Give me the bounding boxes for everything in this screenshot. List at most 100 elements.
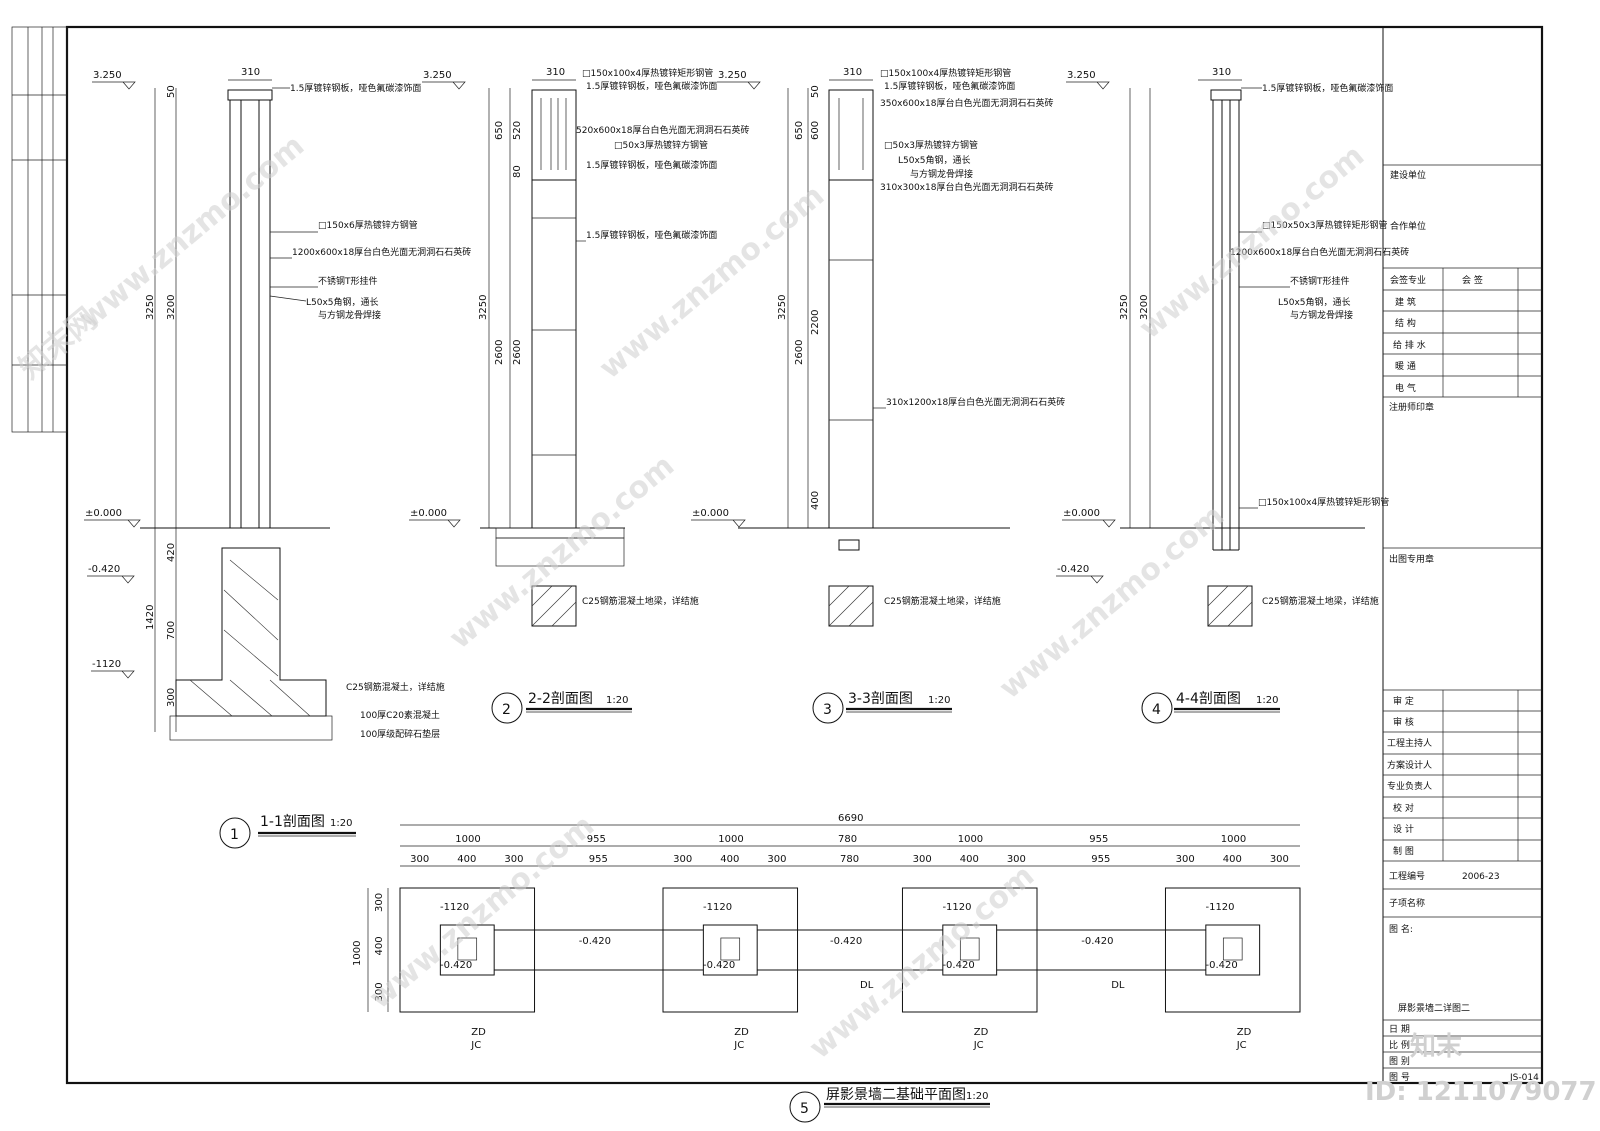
plan-dim-row2: 1000 (718, 834, 743, 845)
plan-level-pad: -1120 (703, 902, 732, 913)
plan-dim-left: 400 (374, 936, 385, 955)
outer-frame (65, 25, 1544, 1085)
plan-level-pad: -1120 (942, 902, 971, 913)
tb-proj-no-label: 工程编号 (1389, 870, 1425, 882)
tb-no-label: 图 号 (1389, 1072, 1410, 1083)
s2-dim-310: 310 (546, 67, 565, 78)
s3-note-5: L50x5角钢，通长 (898, 154, 971, 166)
s1-title: 1-1剖面图 (260, 814, 325, 830)
tb-disc-3: 暖 通 (1395, 360, 1416, 372)
plan-dim-row3: 300 (1270, 854, 1289, 865)
s1-num: 1 (230, 827, 239, 843)
plan-dim-row2: 955 (587, 834, 606, 845)
plan-dim-row3: 300 (767, 854, 786, 865)
s2-title: 2-2剖面图 (528, 691, 593, 707)
s4-note-8: C25钢筋混凝土地梁，详结施 (1262, 595, 1379, 607)
plan-jc: JC (470, 1040, 481, 1051)
s4-elev-ground: ±0.000 (1063, 508, 1100, 519)
tb-role-4: 专业负责人 (1387, 780, 1432, 792)
plan-column (942, 924, 998, 976)
tb-out-stamp: 出图专用章 (1389, 553, 1434, 565)
s3-dim-2600: 2600 (794, 340, 805, 365)
s2-note-5: 1.5厚镀锌钢板，哑色氟碳漆饰面 (586, 159, 717, 171)
plan-level-pad: -1120 (1205, 902, 1234, 913)
plan-dim-row3: 400 (457, 854, 476, 865)
plan-column (1205, 924, 1261, 976)
plan-dim-row3: 300 (673, 854, 692, 865)
s3-note-8: 310x1200x18厚台白色光面无洞洞石石英砖 (886, 396, 1065, 408)
s3-note-3: 350x600x18厚台白色光面无洞洞石石英砖 (880, 97, 1053, 109)
plan-dim-left: 300 (374, 893, 385, 912)
s2-elev-ground: ±0.000 (410, 508, 447, 519)
watermark-id: ID: 1211079077 (1365, 1077, 1597, 1107)
plan-jc: JC (733, 1040, 744, 1051)
tb-disc-0: 建 筑 (1395, 296, 1416, 308)
s3-dim-400: 400 (810, 491, 821, 510)
s4-note-2: □150x50x3厚热镀锌矩形钢管 (1262, 219, 1388, 231)
plan-dim-row2: 1000 (1221, 834, 1246, 845)
tb-no-value: JS-014 (1509, 1073, 1539, 1083)
s1-note-9: 100厚级配碎石垫层 (360, 728, 440, 740)
s4-note-3: 1200x600x18厚台白色光面无洞洞石石英砖 (1230, 246, 1409, 258)
s2-dim-80: 80 (512, 165, 523, 178)
s1-dim-3250: 3250 (145, 295, 156, 320)
tb-disc-4: 电 气 (1395, 382, 1416, 394)
s3-scale: 1:20 (928, 695, 950, 706)
s4-note-7: □150x100x4厚热镀锌矩形钢管 (1258, 496, 1389, 508)
s4-note-4: 不锈钢T形挂件 (1290, 275, 1350, 287)
s2-dim-3250: 3250 (478, 295, 489, 320)
s1-elev-m1120: -1120 (92, 659, 121, 670)
s2-elev-top: 3.250 (423, 70, 452, 81)
tb-role-3: 方案设计人 (1387, 759, 1432, 771)
s3-num: 3 (823, 702, 832, 718)
plan-dim-row3: 955 (589, 854, 608, 865)
plan-level-col: -0.420 (942, 960, 974, 971)
s2-note-1: □150x100x4厚热镀锌矩形钢管 (582, 67, 713, 79)
plan-dim-row2: 1000 (958, 834, 983, 845)
s3-note-2: 1.5厚镀锌钢板，哑色氟碳漆饰面 (884, 80, 1015, 92)
s2-dim-2600a: 2600 (494, 340, 505, 365)
s3-elev-top: 3.250 (718, 70, 747, 81)
s2-scale: 1:20 (606, 695, 628, 706)
s4-scale: 1:20 (1256, 695, 1278, 706)
tb-role-6: 设 计 (1393, 823, 1414, 835)
s5-title: 屏影景墙二基础平面图 (826, 1086, 966, 1103)
s3-elev-ground: ±0.000 (692, 508, 729, 519)
s2-num: 2 (502, 702, 511, 718)
s4-dim-3200: 3200 (1139, 295, 1150, 320)
s1-scale: 1:20 (330, 818, 352, 829)
plan-level-col: -0.420 (1205, 960, 1237, 971)
s3-dim-650: 650 (794, 121, 805, 140)
tb-role-2: 工程主持人 (1387, 737, 1432, 749)
tb-role-7: 制 图 (1393, 845, 1414, 857)
plan-level-beam: -0.420 (830, 936, 862, 947)
tb-drawing-label: 图 名: (1389, 923, 1413, 935)
s4-note-6: 与方钢龙骨焊接 (1290, 309, 1353, 321)
plan-pad (901, 887, 1038, 1013)
s3-note-6: 与方钢龙骨焊接 (910, 168, 973, 180)
plan-pad (399, 887, 536, 1013)
s2-note-3: 520x600x18厚台白色光面无洞洞石石英砖 (576, 124, 749, 136)
plan-dim-row3: 400 (720, 854, 739, 865)
s1-note-4: 不锈钢T形挂件 (318, 275, 378, 287)
s2-note-7: C25钢筋混凝土地梁，详结施 (582, 595, 699, 607)
tb-proj-no: 2006-23 (1462, 872, 1500, 882)
s4-dim-310: 310 (1212, 67, 1231, 78)
plan-dim-row3: 955 (1091, 854, 1110, 865)
plan-dim-row3: 300 (913, 854, 932, 865)
watermark-layer: www.znzmo.com www.znzmo.com www.znzmo.co… (13, 128, 1597, 1107)
plan-dim-row3: 300 (504, 854, 523, 865)
s1-note-1: 1.5厚镀锌钢板，哑色氟碳漆饰面 (290, 82, 421, 94)
plan-level-pad: -1120 (440, 902, 469, 913)
s2-dim-650: 650 (494, 121, 505, 140)
s1-note-3: 1200x600x18厚台白色光面无洞洞石石英砖 (292, 246, 471, 258)
watermark-4: www.znzmo.com (443, 448, 681, 656)
tb-sheet-label: 图 别 (1389, 1056, 1410, 1067)
s4-dim-3250: 3250 (1119, 295, 1130, 320)
tb-scale-label: 比 例 (1389, 1039, 1410, 1051)
plan-dim-row3: 400 (1223, 854, 1242, 865)
tb-reg-stamp: 注册师印章 (1389, 401, 1434, 413)
plan-dim-row2: 955 (1089, 834, 1108, 845)
